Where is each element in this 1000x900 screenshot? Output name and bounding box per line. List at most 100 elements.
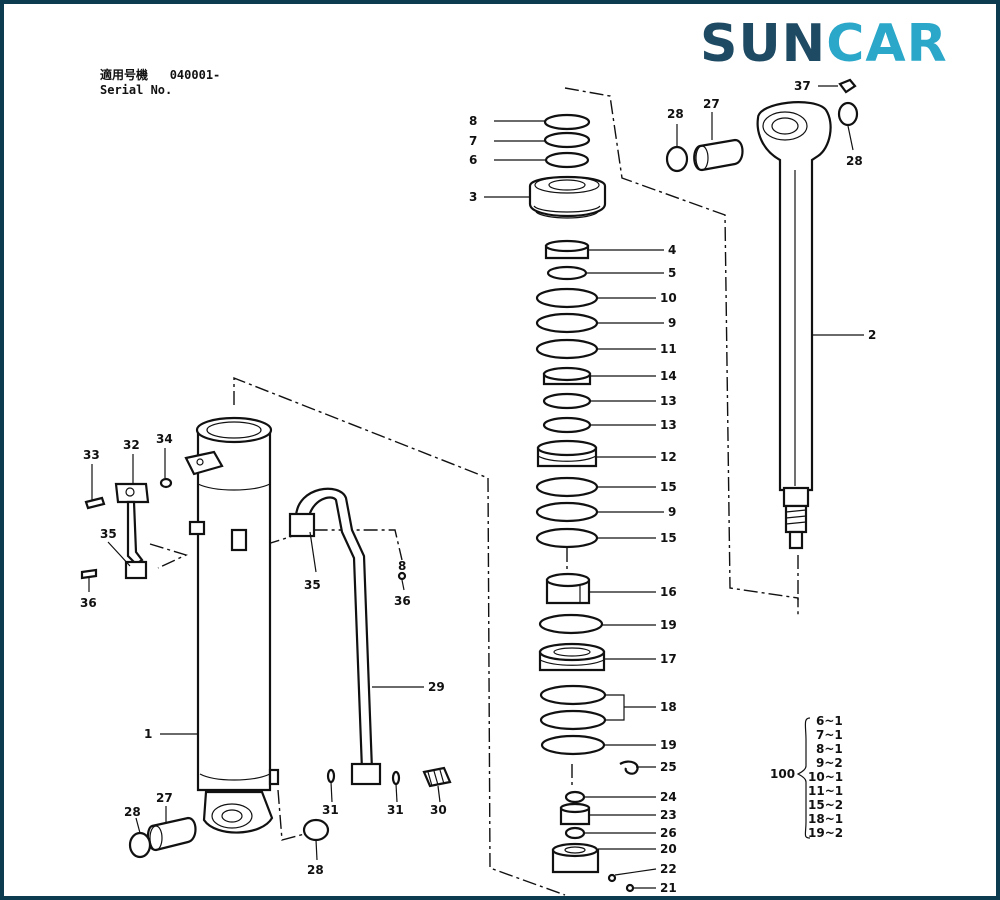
snap-ring-5 [546, 265, 588, 281]
label-8: 8 [469, 114, 477, 128]
pipe-fitting-left [124, 560, 148, 580]
applicable-label: 適用号機 [100, 68, 149, 82]
brand-logo-part2: CAR [826, 14, 948, 74]
kit-brace [796, 717, 811, 839]
ring-14 [542, 366, 592, 386]
label-18: 18 [660, 700, 677, 714]
piston-17 [538, 642, 606, 672]
label-21: 21 [660, 881, 677, 895]
ring-13-upper [542, 392, 592, 410]
label-31-right: 31 [387, 803, 404, 817]
label-23: 23 [660, 808, 677, 822]
brand-logo: SUNCAR [700, 14, 990, 78]
bolt-36-right [397, 571, 407, 581]
label-17: 17 [660, 652, 677, 666]
label-15-upper: 15 [660, 480, 677, 494]
kit-item: 18~1 [808, 812, 843, 826]
cylinder-tube [195, 416, 280, 834]
guide-line-hose [241, 529, 403, 561]
label-9-lower: 9 [668, 505, 676, 519]
tube-dust-seal-left [128, 831, 152, 859]
kit-item: 9~2 [816, 756, 843, 770]
ring-9-upper [535, 312, 599, 334]
label-1: 1 [144, 727, 152, 741]
label-26: 26 [660, 826, 677, 840]
label-16: 16 [660, 585, 677, 599]
label-12: 12 [660, 450, 677, 464]
bolt-36-left [80, 568, 98, 580]
o-ring-31-left [326, 768, 336, 784]
washer-24 [564, 790, 586, 804]
kit-item: 10~1 [808, 770, 843, 784]
label-33: 33 [83, 448, 100, 462]
ring-19-lower [540, 734, 606, 756]
label-24: 24 [660, 790, 677, 804]
ring-9-lower [535, 501, 599, 523]
kit-number: 100 [770, 767, 795, 781]
kit-item: 11~1 [808, 784, 843, 798]
label-15-lower: 15 [660, 531, 677, 545]
ring-19-upper [538, 613, 604, 635]
piston-rod [756, 101, 832, 550]
rod-bushing [693, 138, 744, 172]
clip-25 [619, 760, 639, 775]
label-6: 6 [469, 153, 477, 167]
label-31-left: 31 [322, 803, 339, 817]
pipe-left [126, 500, 144, 566]
label-30: 30 [430, 803, 447, 817]
boss-tube [188, 520, 206, 536]
label-9-upper: 9 [668, 316, 676, 330]
kit-item: 15~2 [808, 798, 843, 812]
brand-logo-part1: SUN [700, 14, 827, 74]
ring-15-lower [535, 527, 599, 549]
label-28-rod-right: 28 [846, 154, 863, 168]
label-28-rod-left: 28 [667, 107, 684, 121]
label-34: 34 [156, 432, 173, 446]
label-5: 5 [668, 266, 676, 280]
pipe-fitting-29 [350, 762, 382, 786]
tube-dust-seal-right [302, 818, 330, 842]
ring-8 [543, 113, 591, 131]
washer-34 [159, 477, 173, 489]
grease-nipple-37 [838, 78, 857, 94]
fitting-30 [422, 766, 452, 788]
label-32: 32 [123, 438, 140, 452]
kit-item: 19~2 [808, 826, 843, 840]
label-22: 22 [660, 862, 677, 876]
pipe-clamp [114, 482, 150, 504]
bolt-33 [84, 496, 106, 510]
guide-line-clamp [149, 543, 188, 569]
kit-item: 8~1 [816, 742, 843, 756]
label-13-upper: 13 [660, 394, 677, 408]
nut-20 [551, 842, 600, 874]
set-screw-22 [607, 873, 617, 883]
serial-value: 040001- [169, 68, 221, 82]
label-28-tube-left: 28 [124, 805, 141, 819]
o-ring-31-right [391, 770, 401, 786]
cushion-16 [545, 572, 591, 605]
label-27-rod: 27 [703, 97, 720, 111]
ring-15-upper [535, 476, 599, 498]
leader-lines [88, 85, 864, 889]
label-35-left: 35 [100, 527, 117, 541]
ring-18-lower [539, 709, 607, 731]
rod-dust-seal-left [665, 145, 689, 173]
pipe-fitting-top [288, 512, 316, 538]
cylinder-head [528, 175, 607, 219]
label-36-left: 36 [80, 596, 97, 610]
ball-21 [625, 883, 635, 893]
rod-dust-seal-right [837, 101, 859, 127]
mount-bracket [184, 450, 224, 476]
label-2: 2 [868, 328, 876, 342]
label-8-bolt: 8 [398, 559, 406, 573]
label-4: 4 [668, 243, 676, 257]
ring-11 [535, 338, 599, 360]
ring-13-lower [542, 416, 592, 434]
label-14: 14 [660, 369, 677, 383]
ring-18-upper [539, 684, 607, 706]
guide-line-tube [233, 376, 566, 896]
seal-kit-list: 100 6~1 7~1 8~1 9~2 10~1 11~1 15~2 18~1 … [770, 714, 843, 840]
serial-label: Serial No. [100, 83, 173, 97]
label-20: 20 [660, 842, 677, 856]
